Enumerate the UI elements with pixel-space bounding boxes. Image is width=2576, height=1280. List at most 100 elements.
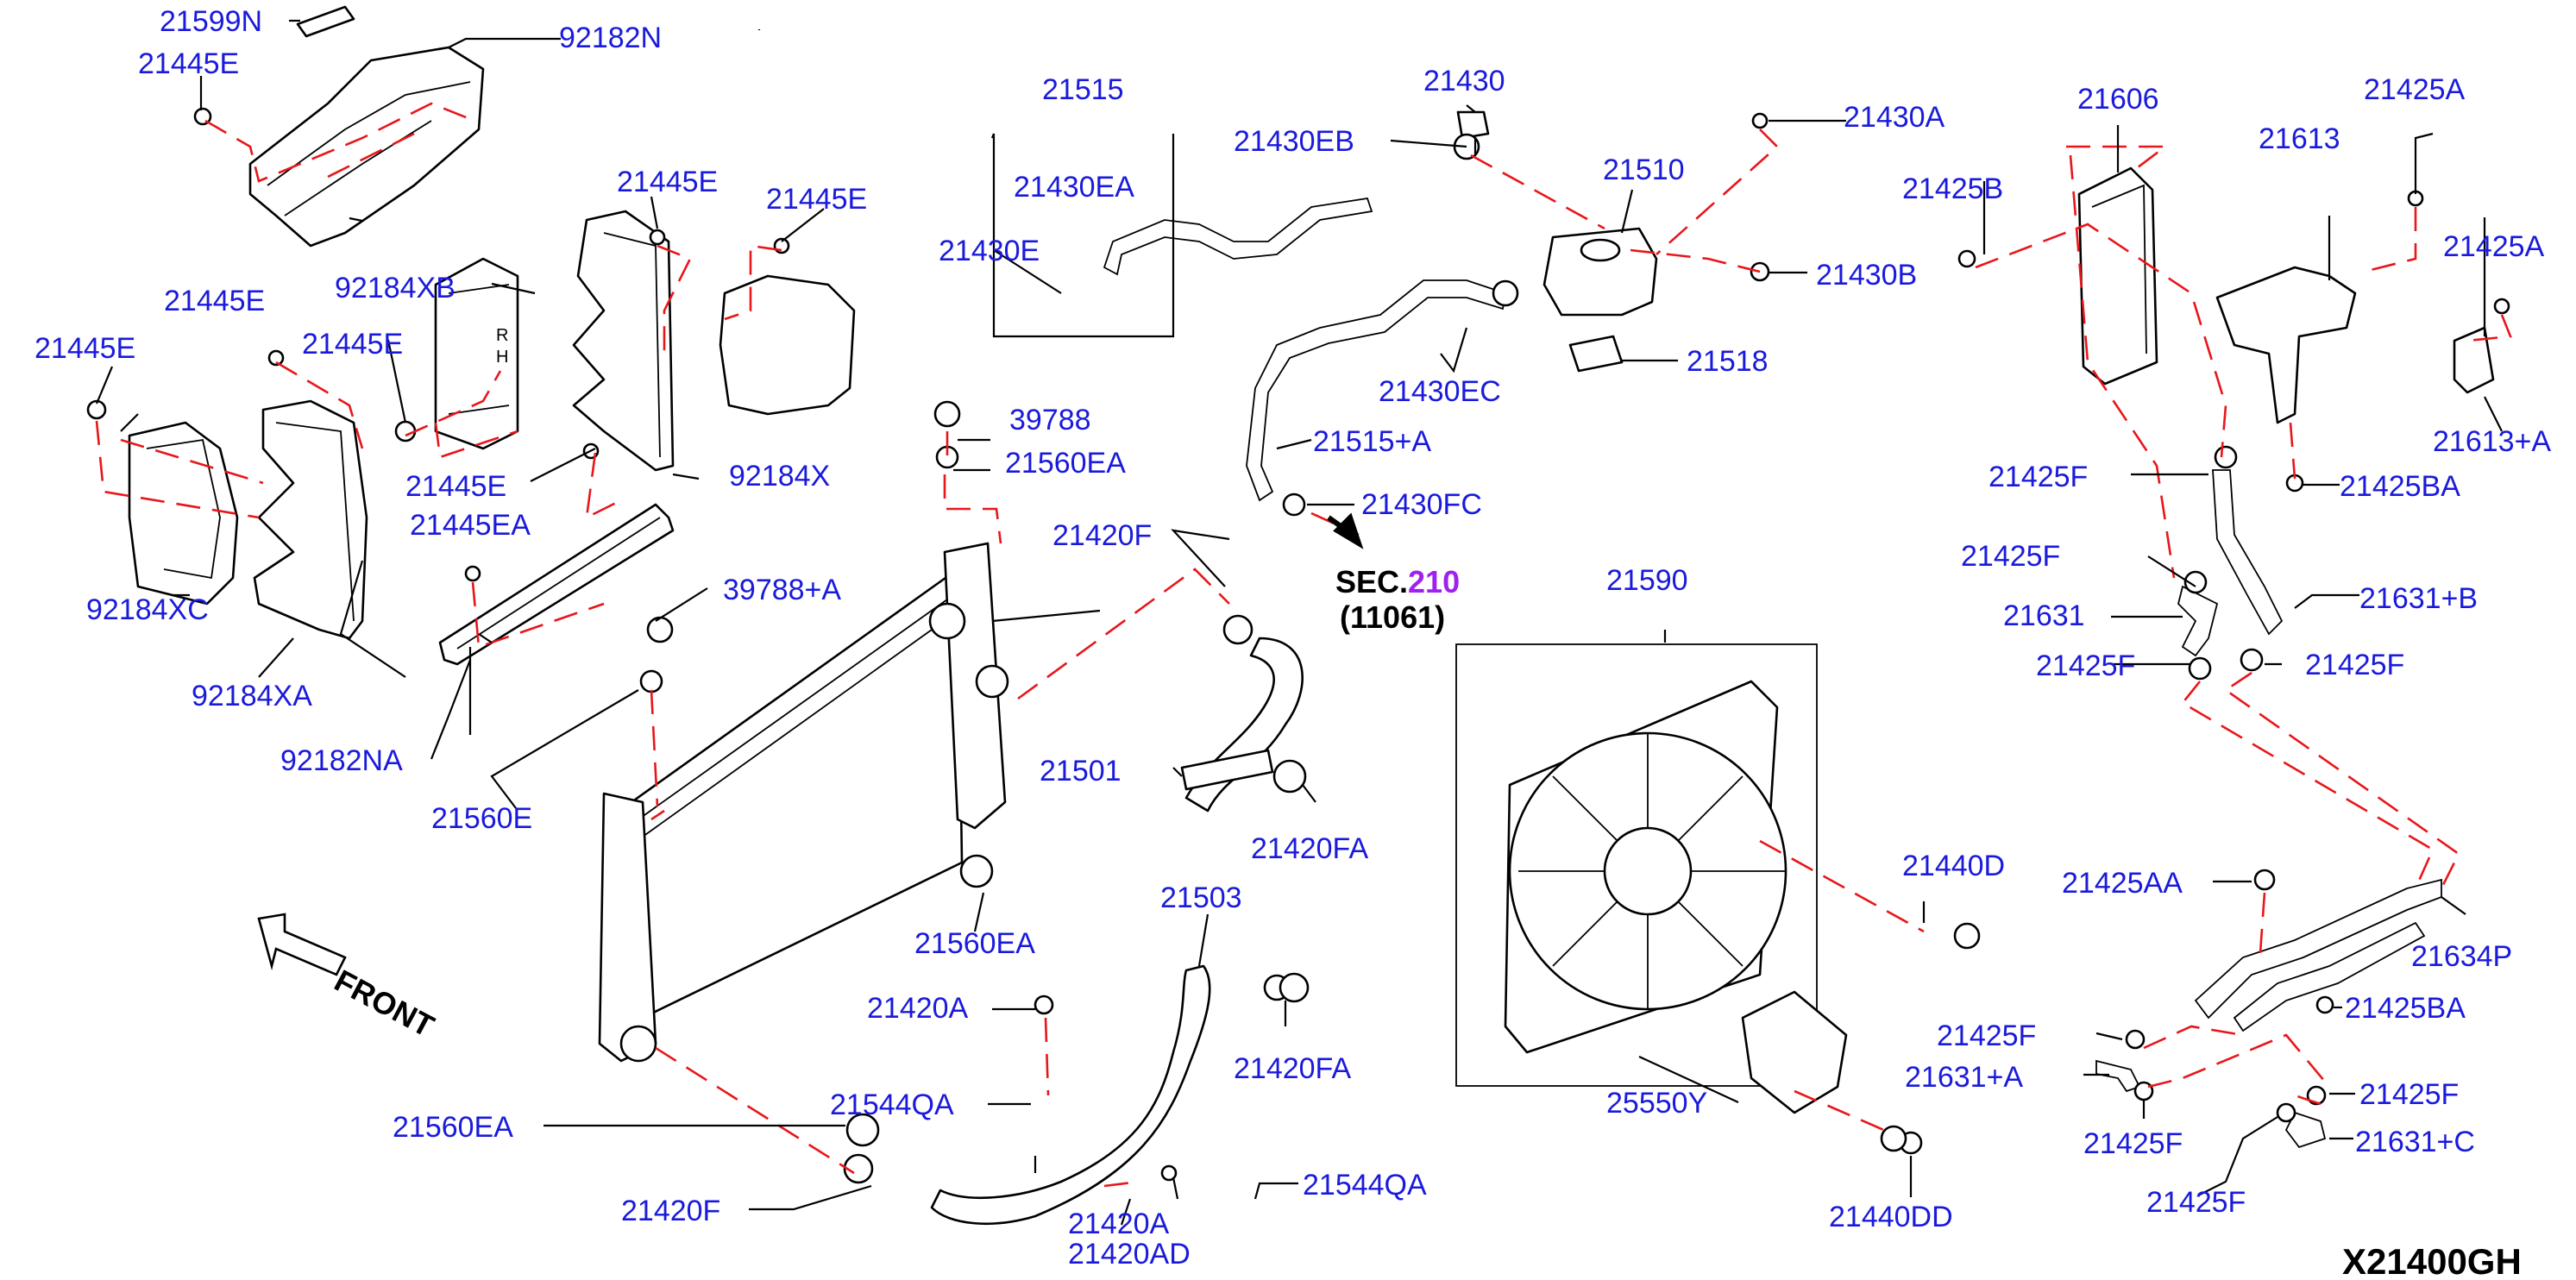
label-21420AD: 21420AD	[1068, 1238, 1191, 1271]
label-21445E-5: 21445E	[35, 332, 135, 365]
leader-lines	[95, 19, 2503, 1226]
label-92182NA: 92182NA	[280, 744, 403, 777]
label-21631C: 21631+C	[2355, 1126, 2475, 1158]
label-21425F-8: 21425F	[2146, 1186, 2246, 1219]
label-21515: 21515	[1042, 73, 1124, 106]
label-21445E-7: 21445E	[405, 470, 506, 503]
label-21425F-3: 21425F	[2036, 649, 2135, 682]
reservoir-tank-21510	[1456, 110, 1658, 373]
label-21425F-2: 21425F	[1961, 540, 2060, 573]
label-21430B: 21430B	[1816, 259, 1917, 292]
label-21613: 21613	[2259, 122, 2340, 155]
label-21631B: 21631+B	[2359, 582, 2478, 615]
label-21420FA-2: 21420FA	[1234, 1052, 1351, 1085]
hose-21515A	[1246, 279, 1507, 502]
label-21634P: 21634P	[2411, 940, 2512, 973]
h-mark: H	[496, 348, 508, 367]
label-25550Y: 25550Y	[1606, 1087, 1707, 1120]
label-92184XB: 92184XB	[335, 272, 456, 304]
label-21560EA-1: 21560EA	[1005, 447, 1126, 480]
label-21560EA-2: 21560EA	[914, 927, 1035, 960]
label-21445E: 21445E	[138, 47, 239, 80]
label-21425F-6: 21425F	[2359, 1078, 2459, 1111]
sec-number: 210	[1408, 564, 1460, 599]
label-92184XC: 92184XC	[86, 593, 209, 626]
fan-assembly-box	[1455, 643, 1818, 1087]
r-mark: R	[496, 326, 508, 345]
label-21425BA-top: 21425BA	[2340, 470, 2460, 503]
label-39788A: 39788+A	[723, 574, 841, 606]
label-21420F-2: 21420F	[621, 1195, 720, 1227]
label-21518: 21518	[1687, 345, 1769, 378]
label-21425BA-bottom: 21425BA	[2345, 992, 2466, 1025]
label-21503: 21503	[1160, 882, 1242, 914]
label-21631A: 21631+A	[1905, 1061, 2023, 1094]
label-21544QA-2: 21544QA	[1303, 1169, 1427, 1202]
label-39788: 39788	[1009, 404, 1091, 436]
seal-plate-right	[719, 274, 856, 416]
connector-lines	[95, 102, 2512, 1188]
label-21445E-3: 21445E	[766, 183, 867, 216]
label-21631: 21631	[2003, 599, 2085, 632]
front-label: FRONT	[329, 963, 440, 1044]
bracket-21613	[2215, 266, 2357, 424]
label-21445E-4: 21445E	[164, 285, 265, 317]
label-21425F-7: 21425F	[2083, 1127, 2183, 1160]
label-21430FC: 21430FC	[1361, 488, 1482, 521]
front-arrow-icon	[257, 913, 347, 976]
label-21560EA-3: 21560EA	[393, 1111, 513, 1144]
part-labels: 21599N 92182N 21445E 21515 21430EA 21430…	[35, 5, 2551, 1271]
label-21430E: 21430E	[939, 235, 1040, 267]
hose-21515	[1103, 197, 1373, 276]
label-21420A-1: 21420A	[867, 992, 969, 1025]
label-21445E-2: 21445E	[617, 166, 718, 198]
label-21445E-6: 21445E	[302, 328, 403, 361]
label-21599N: 21599N	[160, 5, 262, 38]
label-21430EC: 21430EC	[1379, 375, 1501, 408]
label-21440DD: 21440DD	[1829, 1201, 1953, 1233]
fasteners	[86, 107, 2510, 1184]
hose-21631C	[2284, 1111, 2327, 1149]
label-21510: 21510	[1603, 154, 1685, 186]
sec-subref: (11061)	[1340, 599, 1445, 635]
label-21544QA-1: 21544QA	[830, 1089, 954, 1121]
hose-21631	[2177, 585, 2219, 657]
label-21420F-1: 21420F	[1052, 519, 1152, 552]
label-21501: 21501	[1040, 755, 1122, 787]
air-guide-92184XC	[128, 421, 239, 605]
label-21606: 21606	[2077, 83, 2159, 116]
label-92184X: 92184X	[729, 460, 830, 493]
hose-21631A	[2095, 1059, 2141, 1093]
diagram-code: X21400GH	[2342, 1241, 2522, 1280]
label-21613A: 21613+A	[2433, 425, 2551, 458]
label-21430A: 21430A	[1844, 101, 1945, 134]
hose-21631B	[2212, 469, 2284, 636]
label-21445EA: 21445EA	[410, 509, 531, 542]
label-21590: 21590	[1606, 564, 1688, 597]
label-21425F-5: 21425F	[1937, 1020, 2036, 1052]
label-21430: 21430	[1423, 65, 1505, 97]
label-21420FA-1: 21420FA	[1251, 832, 1368, 865]
upper-hose-21501	[1180, 614, 1304, 813]
label-21425A-top: 21425A	[2364, 73, 2466, 106]
oil-cooler-21606	[2077, 166, 2158, 386]
label-21425B: 21425B	[1902, 173, 2003, 205]
label-21440D: 21440D	[1902, 850, 2005, 882]
label-21420A-2: 21420A	[1068, 1208, 1170, 1240]
label-92182N: 92182N	[559, 22, 662, 54]
bracket-21613A	[2453, 326, 2495, 394]
label-21515A: 21515+A	[1313, 425, 1431, 458]
label-21425AA: 21425AA	[2062, 867, 2183, 900]
lower-seal-92182NA	[438, 503, 675, 666]
fan-shroud	[1504, 680, 1787, 1054]
label-21425F-1: 21425F	[1989, 461, 2088, 493]
label-21560E: 21560E	[431, 802, 532, 835]
label-21425F-4: 21425F	[2305, 649, 2404, 681]
label-21425A-right: 21425A	[2443, 230, 2545, 263]
label-92184XA: 92184XA	[192, 680, 312, 712]
sec-prefix: SEC.	[1335, 564, 1408, 599]
air-guide-92184XA	[253, 399, 368, 640]
upper-shroud-92182N	[248, 5, 485, 248]
air-guide-92184X	[572, 210, 675, 472]
